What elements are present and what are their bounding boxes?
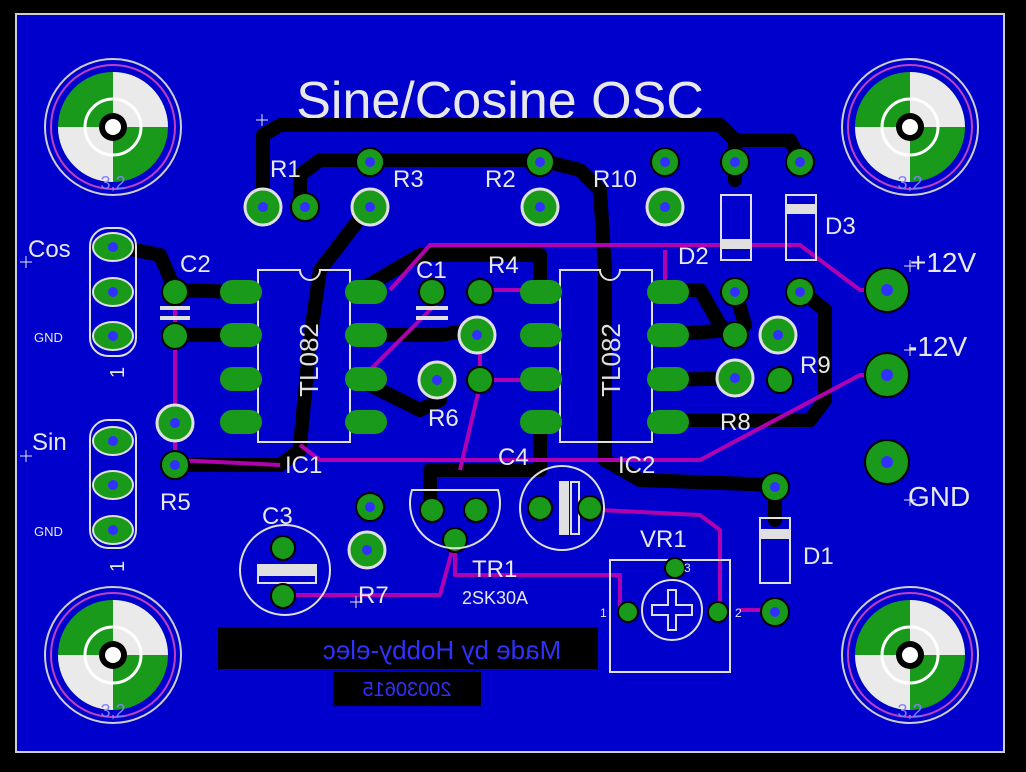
mount-hole-top-left: 3,2 [44,58,182,196]
label-c1: C1 [416,257,447,284]
footer-credit: Made by Hobby-elec [323,635,561,665]
label-tr1-part: 2SK30A [462,588,528,608]
label-gnd-sin: GND [34,524,63,539]
trimmer-vr1 [609,557,731,673]
capacitor-c1 [416,306,448,320]
resistor-pads [155,187,798,570]
label-pin1-sin: 1 [107,561,129,572]
label-r2: R2 [485,166,516,193]
ic1-outline [257,269,351,443]
label-gnd-cos: GND [34,330,63,345]
label-c4: C4 [498,444,529,471]
label-minus12v: -12V [908,331,967,362]
svg-text:3,2: 3,2 [100,701,125,721]
label-c2: C2 [180,251,211,278]
vr1-pin-labels: 1 2 3 [600,561,742,620]
label-d1: D1 [803,543,834,570]
svg-text:3,2: 3,2 [897,173,922,193]
svg-text:3,2: 3,2 [100,173,125,193]
label-ic1: IC1 [285,452,322,479]
vr1-pin-1: 1 [600,606,607,620]
footer-date: 20030615 [363,679,452,701]
connector-labels: Cos Sin GND GND 1 1 +12V -12V GND [28,236,976,572]
capacitor-c4 [519,465,605,551]
svg-text:3,2: 3,2 [897,701,922,721]
ic-pads [220,280,689,434]
diode-d2 [720,194,752,261]
label-r3: R3 [393,166,424,193]
capacitor-c3 [239,524,331,616]
label-cos: Cos [28,236,71,263]
label-gnd: GND [908,481,970,512]
mount-hole-bottom-right: 3,2 [841,586,979,724]
footer-date-box [333,672,481,706]
vr1-pin-2: 2 [735,606,742,620]
transistor-tr1 [409,489,501,550]
diode-d1 [759,517,791,584]
label-r5: R5 [160,489,191,516]
ic2-part-label: TL082 [596,323,626,397]
label-ic2: IC2 [618,452,655,479]
label-r10: R10 [593,166,637,193]
label-d3: D3 [825,213,856,240]
capacitor-c2 [160,306,190,320]
pad-drills [108,157,893,617]
ic1-part-label: TL082 [294,323,324,397]
label-r4: R4 [488,252,519,279]
vr1-pin-3: 3 [684,561,691,575]
label-d2: D2 [678,243,709,270]
ic2-outline [559,269,653,443]
label-plus12v: +12V [910,247,976,278]
label-sin: Sin [32,429,67,456]
label-r8: R8 [720,409,751,436]
mounting-holes: 3,2 3,2 3,2 [44,58,979,724]
label-vr1: VR1 [640,526,687,553]
label-tr1: TR1 [472,556,517,583]
label-r6: R6 [428,405,459,432]
diode-d3 [785,194,817,261]
label-pin1-cos: 1 [107,367,129,378]
footer-credit-box [218,627,598,669]
label-r9: R9 [800,352,831,379]
label-r7: R7 [358,582,389,609]
origin-markers [20,114,916,608]
mount-hole-bottom-left: 3,2 [44,586,182,724]
component-labels: R1 R3 R2 R10 D2 D3 C2 C1 R4 R6 R9 R8 R5 … [160,156,856,609]
mount-hole-top-right: 3,2 [841,58,979,196]
label-c3: C3 [262,503,293,530]
label-r1: R1 [270,156,301,183]
